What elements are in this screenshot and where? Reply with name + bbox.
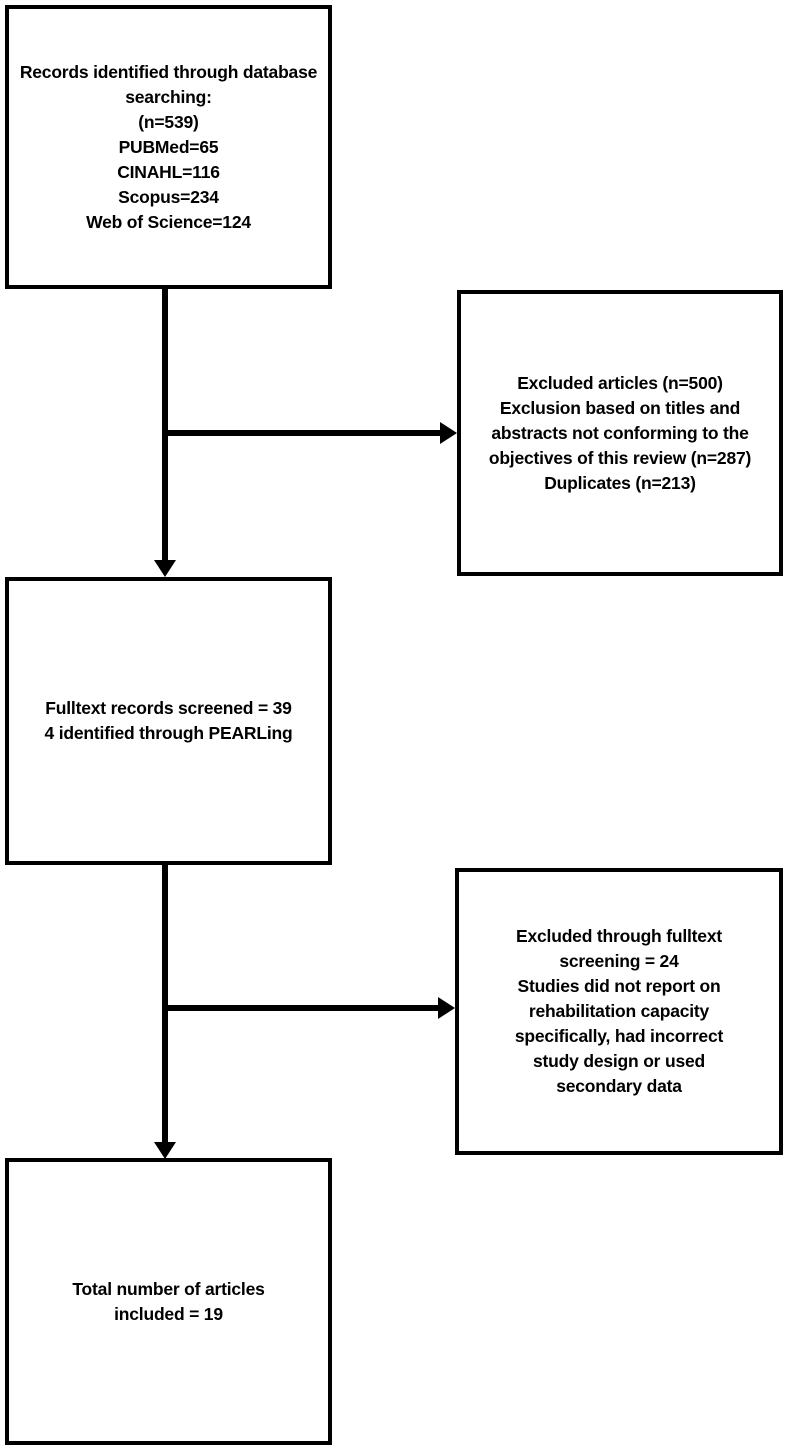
connector-screening-to-included-line (162, 865, 168, 1142)
box-fulltext-screened: Fulltext records screened = 39 4 identif… (5, 577, 332, 865)
box-records-identified: Records identified through database sear… (5, 5, 332, 289)
arrowhead-down-icon (154, 1142, 176, 1159)
box-records-identified-text: Records identified through database sear… (19, 61, 318, 232)
arrowhead-down-icon (154, 560, 176, 577)
box-total-included: Total number of articles included = 19 (5, 1158, 332, 1445)
box-excluded-articles-text: Excluded articles (n=500) Exclusion base… (488, 372, 752, 493)
connector-to-excluded-articles-line (165, 430, 441, 436)
box-excluded-fulltext: Excluded through fulltext screening = 24… (455, 868, 783, 1155)
box-excluded-articles: Excluded articles (n=500) Exclusion base… (457, 290, 783, 576)
arrowhead-right-icon (440, 422, 457, 444)
connector-to-excluded-fulltext-line (165, 1005, 439, 1011)
box-fulltext-screened-text: Fulltext records screened = 39 4 identif… (44, 698, 293, 743)
box-excluded-fulltext-text: Excluded through fulltext screening = 24… (514, 926, 724, 1096)
connector-identification-to-screening-line (162, 289, 168, 560)
arrowhead-right-icon (438, 997, 455, 1019)
box-total-included-text: Total number of articles included = 19 (72, 1278, 265, 1324)
